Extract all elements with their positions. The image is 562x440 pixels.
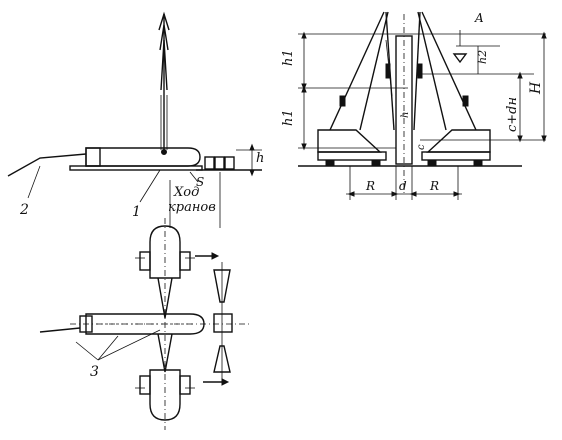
right-crane-track [421,151,491,161]
plan-ground [39,327,81,333]
vessel-body [85,147,201,167]
h-axis-label: h [400,112,411,118]
h1-upper-label: h1 [281,49,296,66]
plan-mast-base [213,313,233,333]
R-right-label: R [429,179,439,193]
c-plus-dh-label: c+dн [505,97,520,132]
crane-bottom-body [149,369,181,421]
plan-mast-bottom [213,345,231,373]
level-marker [452,53,468,64]
right-crane-base [426,129,491,153]
block-1 [204,156,215,170]
callout-3: 3 [90,364,99,380]
crane-top-track-right [179,251,191,271]
h1-lower-label: h1 [281,109,296,126]
hook-point [161,149,167,155]
ground-slope [7,153,87,177]
callout-1: 1 [132,204,141,220]
side-elevation [7,11,262,228]
vessel-support [69,165,203,171]
block-2 [214,156,225,170]
crane-top-body [149,225,181,279]
block-3 [224,156,235,170]
R-left-label: R [365,179,375,193]
left-crane-track [317,151,387,161]
crane-bottom-boom [157,333,173,373]
vessel-end-left [85,147,101,167]
c-small-label: c [416,144,427,150]
h-label-lower: h [256,151,264,166]
s-label: S [196,175,204,189]
travel-label-line1: Ход [173,185,199,200]
mast-lattice [158,11,170,91]
d-label: d [399,179,407,193]
crane-top-track-left [139,251,151,271]
mark-A: A [474,11,484,25]
H-label: H [528,81,544,95]
h2-label: h2 [476,50,489,64]
travel-label-line2: кранов [168,200,216,215]
plan-mast-top [213,269,231,303]
plan-view [39,218,250,430]
crane-bottom-track-right [179,375,191,395]
front-elevation [298,11,547,200]
leader-2 [27,165,41,199]
crane-bottom-track-left [139,375,151,395]
left-crane-base [317,129,382,153]
leader-1 [139,169,161,203]
callout-2: 2 [19,202,29,218]
